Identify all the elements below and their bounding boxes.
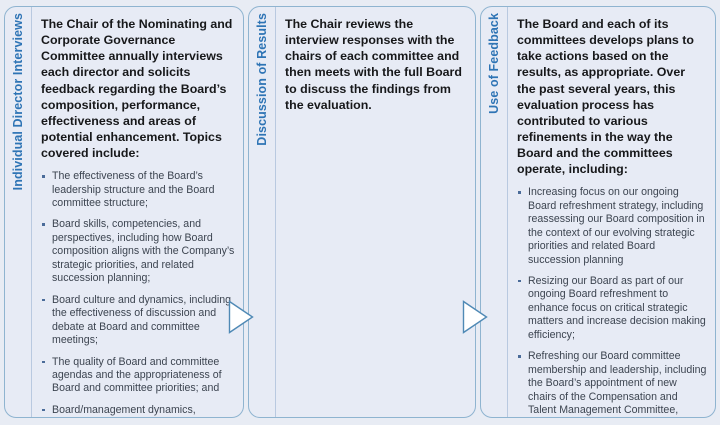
- panel-3-side-label-strip: Use of Feedback: [481, 7, 508, 417]
- panel-3-body: The Board and each of its committees dev…: [508, 7, 715, 417]
- panel-1-body: The Chair of the Nominating and Corporat…: [32, 7, 243, 417]
- list-item: Board skills, competencies, and perspect…: [41, 218, 235, 285]
- list-item: The effectiveness of the Board’s leaders…: [41, 170, 235, 210]
- panel-2-body: The Chair reviews the interview response…: [276, 7, 475, 417]
- list-item: The quality of Board and committee agend…: [41, 356, 235, 396]
- panel-use-of-feedback: Use of Feedback The Board and each of it…: [480, 6, 716, 418]
- panel-2-label: Discussion of Results: [254, 13, 269, 146]
- list-item: Board/management dynamics, including man…: [41, 404, 235, 417]
- panel-2-lead-text: The Chair reviews the interview response…: [285, 17, 462, 112]
- list-item: Board culture and dynamics, including th…: [41, 294, 235, 348]
- panel-3-label: Use of Feedback: [486, 13, 501, 114]
- panel-discussion-of-results: Discussion of Results The Chair reviews …: [248, 6, 476, 418]
- list-item: Increasing focus on our ongoing Board re…: [517, 186, 707, 267]
- panel-1-label: Individual Director Interviews: [10, 13, 25, 191]
- list-item: Resizing our Board as part of our ongoin…: [517, 275, 707, 342]
- panel-1-bullet-list: The effectiveness of the Board’s leaders…: [41, 170, 235, 417]
- panel-individual-director-interviews: Individual Director Interviews The Chair…: [4, 6, 244, 418]
- panel-3-lead-text: The Board and each of its committees dev…: [517, 17, 694, 177]
- panel-3-bullet-list: Increasing focus on our ongoing Board re…: [517, 186, 707, 417]
- panel-2-side-label-strip: Discussion of Results: [249, 7, 276, 417]
- panel-1-lead-text: The Chair of the Nominating and Corporat…: [41, 17, 233, 160]
- panel-1-side-label-strip: Individual Director Interviews: [5, 7, 32, 417]
- list-item: Refreshing our Board committee membershi…: [517, 350, 707, 417]
